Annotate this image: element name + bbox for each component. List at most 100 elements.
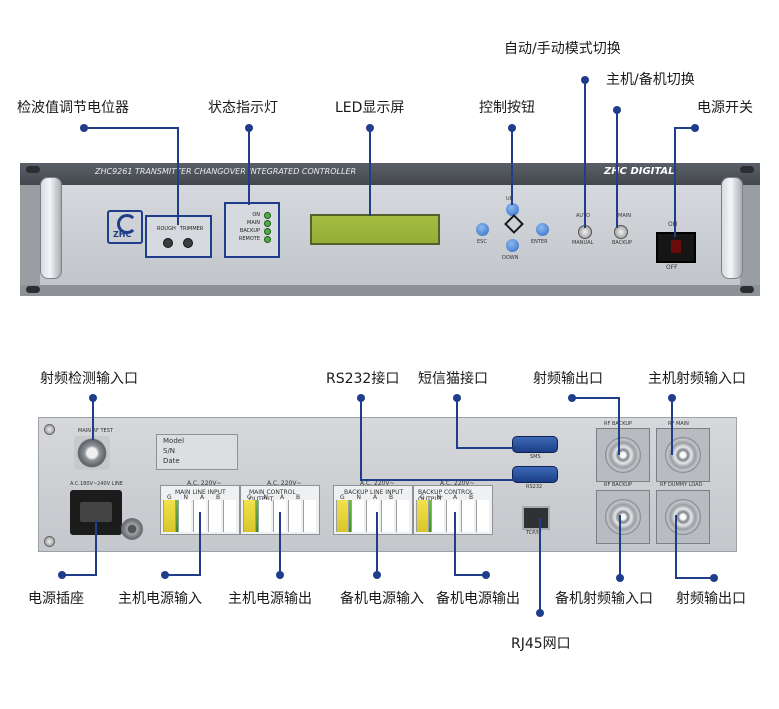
- callout-power-switch: 电源开关: [697, 100, 753, 116]
- rf-output-top-connector[interactable]: [596, 428, 650, 482]
- trim-pot-box: ROUGH TRIMMER: [145, 215, 212, 258]
- rj45-port-label: TCP/IP: [526, 530, 542, 536]
- trimmer-pot-knob[interactable]: [183, 238, 193, 248]
- auto-label: AUTO: [576, 213, 591, 219]
- callout-power-socket: 电源插座: [28, 591, 84, 607]
- iec-power-socket[interactable]: [70, 490, 122, 535]
- dot-control-keys: [508, 124, 516, 132]
- model-title: ZHC9261 TRANSMITTER CHANGOVER INTEGRATED…: [95, 167, 357, 176]
- rack-hole-bottom-left: [26, 286, 40, 293]
- power-on-label: ON: [668, 221, 678, 228]
- terminal-pin-a: [193, 500, 206, 532]
- led-on: [264, 212, 271, 219]
- callout-rf-output-bottom: 射频输出口: [676, 591, 746, 607]
- dot-backup-power-in: [373, 571, 381, 579]
- dot-sms: [453, 394, 461, 402]
- callout-main-power-out: 主机电源输出: [228, 591, 312, 607]
- dot-rj45: [536, 609, 544, 617]
- callout-led-display: LED显示屏: [335, 100, 405, 116]
- dot-rs232: [357, 394, 365, 402]
- rack-hole-top-left: [26, 166, 40, 173]
- model-line: Model: [163, 437, 185, 445]
- callout-rf-output-top: 射频输出口: [533, 371, 603, 387]
- main-backup-toggle[interactable]: [614, 225, 628, 239]
- rack-hole-bottom-right: [740, 286, 754, 293]
- backup-line-input-terminal[interactable]: A.C. 220V~ BACKUP LINE INPUT G N A B C: [333, 480, 413, 535]
- rs232-db9-port[interactable]: [512, 466, 558, 483]
- key-enter-button[interactable]: [536, 223, 549, 236]
- status-led-box: ON MAIN BACKUP REMOTE: [224, 202, 280, 258]
- logo-text: ZHC: [113, 230, 132, 239]
- backup-control-output-terminal[interactable]: A.C. 220V~ BACKUP CONTROL OUTPUT G N A B…: [413, 480, 493, 535]
- main-control-output-label: MAIN CONTROL OUTPUT: [249, 489, 296, 503]
- callout-trim-pot: 检波值调节电位器: [17, 100, 129, 116]
- callout-rs232: RS232接口: [326, 371, 400, 387]
- callout-main-rf-input: 主机射频输入口: [648, 371, 746, 387]
- backup-label: BACKUP: [612, 240, 633, 246]
- front-panel-bottom: [20, 285, 760, 296]
- rf-backup-out-label: RF BACKUP: [604, 421, 633, 427]
- sms-port-label: SMS: [530, 454, 541, 460]
- ground-terminal-icon: [121, 518, 143, 540]
- terminal-pin-g: [243, 500, 256, 532]
- callout-backup-power-in: 备机电源输入: [340, 591, 424, 607]
- main-line-input-label: MAIN LINE INPUT: [175, 489, 226, 496]
- rf-backup-input-connector[interactable]: [596, 490, 650, 544]
- key-up-button[interactable]: [506, 203, 519, 216]
- rf-main-input-connector[interactable]: [656, 428, 710, 482]
- rf-dummy-load-label: RF DUMMY LOAD: [660, 482, 703, 488]
- terminal-pin-n: [258, 500, 271, 532]
- rear-screw-top-left: [44, 424, 55, 435]
- terminal-pin-b: [461, 500, 474, 532]
- date-line: Date: [163, 457, 180, 465]
- backup-control-output-label: BACKUP CONTROL OUTPUT: [418, 489, 474, 503]
- led-display-screen: [310, 214, 440, 245]
- dot-status-leds: [245, 124, 253, 132]
- callout-auto-manual: 自动/手动模式切换: [504, 41, 621, 57]
- zhc-logo: ZHC: [107, 210, 143, 244]
- terminal-pin-b: [381, 500, 394, 532]
- rough-pot-knob[interactable]: [163, 238, 173, 248]
- key-enter-label: ENTER: [531, 239, 548, 245]
- dot-rf-out-bottom: [710, 574, 718, 582]
- terminal-pin-n: [351, 500, 364, 532]
- terminal-pin-c: [396, 500, 409, 532]
- callout-main-power-in: 主机电源输入: [118, 591, 202, 607]
- ac-line-label: A.C.180V~240V LINE: [70, 481, 123, 487]
- rj45-port[interactable]: [522, 506, 550, 530]
- auto-manual-toggle[interactable]: [578, 225, 592, 239]
- led-label-remote: REMOTE: [238, 236, 260, 242]
- terminal-pin-n: [178, 500, 191, 532]
- led-label-main: MAIN: [247, 220, 260, 226]
- callout-rj45: RJ45网口: [511, 636, 571, 652]
- rf-main-in-label: RF MAIN: [668, 421, 689, 427]
- manual-label: MANUAL: [572, 240, 594, 246]
- dot-main-rf-in: [668, 394, 676, 402]
- dot-backup-rf-in: [616, 574, 624, 582]
- key-esc-button[interactable]: [476, 223, 489, 236]
- rf-backup-in-label: RF BACKUP: [604, 482, 633, 488]
- dot-power-socket: [58, 571, 66, 579]
- callout-sms-modem: 短信猫接口: [418, 371, 488, 387]
- trimmer-label: TRIMMER: [180, 226, 204, 232]
- rough-label: ROUGH: [157, 226, 176, 232]
- backup-line-input-label: BACKUP LINE INPUT: [344, 489, 404, 496]
- main-line-input-terminal[interactable]: A.C. 220V~ MAIN LINE INPUT G N A B C: [160, 480, 240, 535]
- led-label-backup: BACKUP: [239, 228, 260, 234]
- terminal-pin-c: [223, 500, 236, 532]
- key-down-label: DOWN: [502, 255, 519, 261]
- power-switch[interactable]: [656, 232, 696, 263]
- power-off-label: OFF: [666, 264, 678, 271]
- led-backup: [264, 228, 271, 235]
- led-label-on: ON: [252, 212, 260, 218]
- dot-backup-power-out: [482, 571, 490, 579]
- rf-test-bnc-connector[interactable]: [74, 436, 110, 470]
- rf-output-bottom-connector[interactable]: [656, 490, 710, 544]
- logo-mark-icon: [117, 214, 137, 234]
- sms-db9-port[interactable]: [512, 436, 558, 453]
- key-up-label: UP: [506, 196, 513, 202]
- terminal-pin-a: [446, 500, 459, 532]
- key-down-button[interactable]: [506, 239, 519, 252]
- main-control-output-terminal[interactable]: A.C. 220V~ MAIN CONTROL OUTPUT G N A B C: [240, 480, 320, 535]
- terminal-pin-a: [273, 500, 286, 532]
